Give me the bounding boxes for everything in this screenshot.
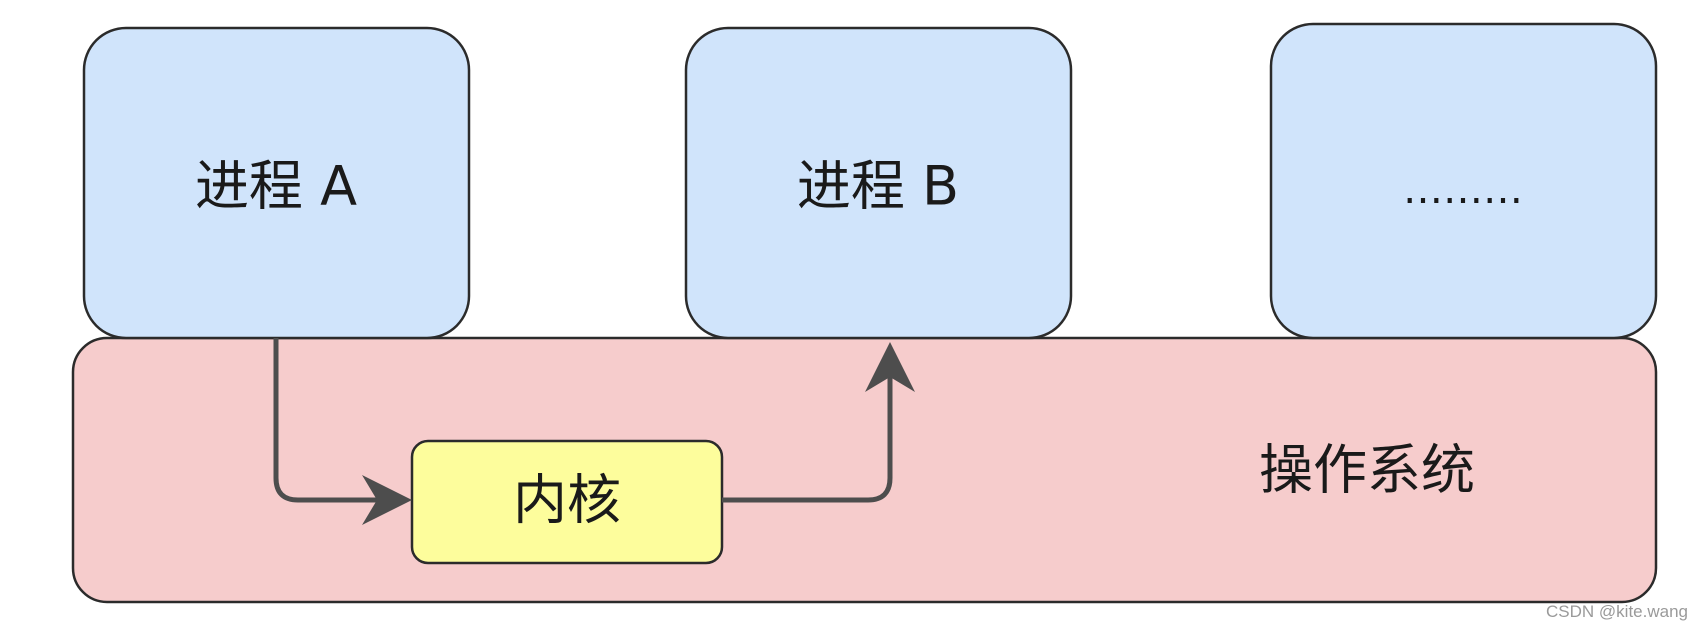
process-b-box [684,26,1073,340]
edge-kernel-to-process-b [722,342,915,503]
os-label: 操作系统 [1259,439,1475,502]
more-processes-label: ……… [1403,167,1523,213]
kernel-label: 内核 [513,469,621,532]
edge-process-a-to-kernel [273,338,412,525]
watermark-text: CSDN @kite.wang [1546,602,1688,621]
process-b-label: 进程 B [797,155,959,218]
process-a-label: 进程 A [195,155,357,218]
more-processes-box [1269,22,1658,340]
